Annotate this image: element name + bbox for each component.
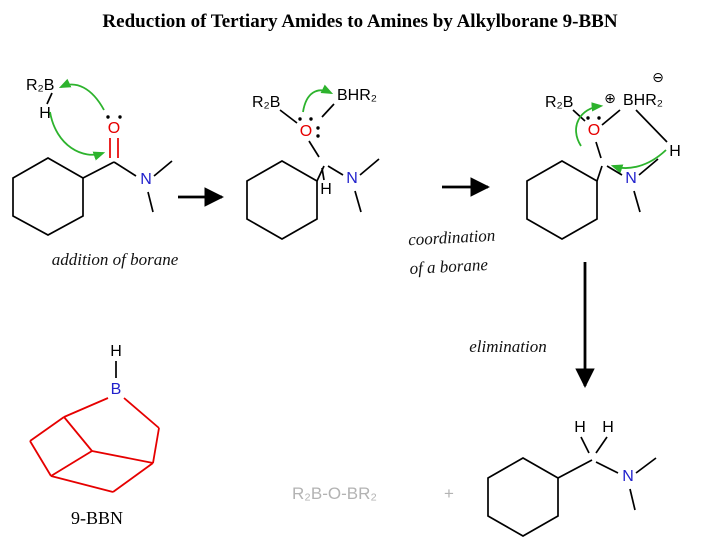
nitrogen-label: N [622, 468, 634, 485]
byproduct-formula: R₂B-O-BR₂ [292, 484, 377, 503]
bond [82, 161, 115, 179]
hydrogen-label: H [320, 181, 332, 198]
oxygen-label: O [588, 122, 600, 139]
lone-pair-dot [298, 117, 302, 121]
products-row: R₂B-O-BR₂ + H H N [292, 419, 657, 537]
bond-b-o [572, 109, 586, 122]
bbn-bond [123, 397, 160, 429]
methyl-bond [633, 190, 641, 213]
methyl-bond [359, 158, 380, 176]
borane-r2b-label: R₂B [26, 77, 54, 94]
bond-b-h [635, 109, 668, 143]
bond [113, 161, 137, 177]
bond-o-bhr2 [321, 103, 335, 118]
borane-r2b-label: R₂B [545, 94, 573, 111]
plus-charge-icon: ⊕ [604, 91, 616, 107]
plus-sign: + [444, 484, 454, 503]
hydrogen-label: H [574, 419, 586, 436]
bbn-bond [152, 427, 160, 464]
bbn-bond [112, 462, 154, 493]
methyl-bond [635, 457, 657, 474]
lone-pair-dot [316, 126, 320, 130]
bond-c-h [321, 167, 325, 181]
lone-pair-dot [597, 116, 601, 120]
methyl-bond [638, 158, 659, 176]
bbn-bond [50, 475, 114, 493]
cyclohexane-ring [12, 157, 84, 236]
borane-bhr2-label: BHR₂ [337, 87, 377, 104]
amine-product-structure: H H N [487, 419, 657, 537]
bond-b-o [279, 109, 298, 124]
lone-pair-dot [106, 115, 110, 119]
bbn-bond [29, 440, 52, 477]
bond [557, 459, 593, 479]
oxygen-label: O [300, 123, 312, 140]
step1-caption: addition of borane [52, 250, 179, 269]
curved-arrow-co-to-o [575, 102, 604, 147]
nitrogen-label: N [140, 171, 152, 188]
nitrogen-label: N [346, 170, 358, 187]
methyl-bond [354, 190, 362, 213]
lone-pair-dot [118, 115, 122, 119]
hydride-h-label: H [39, 105, 51, 122]
methyl-bond [147, 191, 154, 213]
curved-arrow-h-to-c [610, 149, 667, 174]
cyclohexane-ring [526, 160, 598, 240]
minus-charge-icon: ⊖ [652, 70, 664, 86]
bond-c-h [580, 436, 590, 454]
curved-arrow-o-to-bhr2 [302, 84, 334, 113]
bond [46, 92, 53, 105]
lone-pair-dot [316, 134, 320, 138]
curved-arrow-h-to-c [49, 111, 106, 161]
bbn-bond [63, 397, 109, 418]
bbn-hydrogen-label: H [110, 343, 122, 360]
borane-r2b-label: R₂B [252, 94, 280, 111]
bond-c-n [595, 461, 619, 474]
bbn-bond [91, 450, 154, 464]
borane-bhr2-label: BHR₂ [623, 92, 663, 109]
lone-pair-dot [586, 116, 590, 120]
bond-c-n [327, 165, 344, 176]
step3-caption: elimination [469, 337, 546, 356]
bond-o-c [308, 140, 320, 158]
bbn-bond [50, 450, 93, 477]
nitrogen-label: N [625, 170, 637, 187]
diagram-title: Reduction of Tertiary Amides to Amines b… [102, 11, 617, 32]
bbn-bond [63, 416, 93, 452]
methyl-bond [153, 160, 173, 177]
bbn-structure: H B 9-BBN [29, 343, 160, 528]
step3-structure: R₂B ⊕ O BHR₂ ⊖ H N [526, 70, 681, 240]
bond-c-n [606, 165, 623, 176]
step2-caption-line1: coordination [408, 226, 496, 250]
hydrogen-label: H [669, 143, 681, 160]
methyl-bond [629, 488, 636, 511]
bond-o-c [595, 141, 602, 159]
bond-c-h [595, 436, 608, 454]
bbn-bond [29, 416, 65, 442]
oxygen-label: O [108, 120, 120, 137]
bbn-caption: 9-BBN [71, 508, 123, 528]
hydrogen-label: H [602, 419, 614, 436]
curved-arrow-o-to-b [58, 78, 105, 111]
bond [596, 165, 603, 182]
step2-structure: R₂B O BHR₂ H N coordination of a borane [246, 84, 496, 278]
bbn-boron-label: B [111, 381, 122, 398]
cyclohexane-ring [487, 457, 559, 537]
cyclohexane-ring [246, 160, 318, 240]
lone-pair-dot [309, 117, 313, 121]
step1-structure: R₂B H O N addition of borane [12, 77, 179, 269]
bond-o-bhr2 [601, 109, 621, 126]
step2-caption-line2: of a borane [409, 255, 489, 278]
